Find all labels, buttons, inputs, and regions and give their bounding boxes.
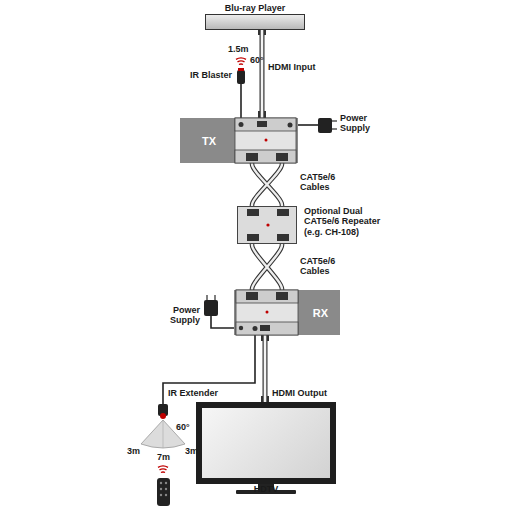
range-label: 1.5m (228, 44, 249, 54)
cable-label: HDMI Input (268, 62, 328, 72)
node-label: Blu-ray Player (225, 3, 286, 13)
angle-label: 60° (176, 422, 190, 432)
device-drawing (180, 118, 298, 163)
device-drawing (238, 207, 296, 243)
tx-unit: TX (180, 118, 298, 163)
hdtv: HDTV (196, 402, 336, 484)
cable-label: HDMI Output (272, 388, 334, 398)
ir-extender-cable (163, 335, 255, 404)
power-supply-label: Power Supply (155, 305, 200, 326)
range-label: 3m (185, 446, 198, 456)
ir-receiver-eye (160, 413, 166, 419)
cable-core (252, 244, 282, 290)
range-label: 3m (127, 446, 140, 456)
remote-buttons (160, 482, 167, 496)
power-prongs (332, 121, 337, 129)
power-adapter (204, 300, 218, 316)
cat-cable-pair (252, 163, 282, 206)
rx-unit: RX (234, 290, 340, 335)
ir-blaster-body (237, 70, 245, 84)
ir-blaster-label: IR Blaster (170, 70, 232, 80)
cat-cable-pair (252, 244, 282, 290)
ir-extender-label: IR Extender (168, 388, 218, 398)
power-cable (211, 316, 234, 328)
power-adapter (318, 118, 332, 133)
power-prongs (207, 295, 215, 300)
cable-outline (252, 163, 282, 206)
cable-arrow-path (252, 163, 282, 206)
cable-core (264, 335, 267, 402)
cable-outline (252, 244, 282, 290)
cable-core (252, 163, 282, 206)
power-supply-label: Power Supply (340, 113, 385, 134)
bluray-player: Blu-ray Player (205, 14, 305, 30)
hdmi-cable (262, 30, 263, 118)
cable-arrow-path (252, 244, 282, 290)
cable-core (261, 30, 264, 118)
power-cable (298, 124, 318, 126)
cable-label: CAT5e/6 Cables (300, 256, 342, 277)
node-label: RX (313, 306, 328, 319)
repeater-unit: Optional Dual CAT5e/6 Repeater (e.g. CH-… (237, 206, 297, 244)
ir-blaster-cable (240, 84, 242, 118)
cable-label: CAT5e/6 Cables (300, 172, 342, 193)
hdmi-cable (265, 335, 266, 402)
remote-control (157, 478, 170, 506)
node-label: TX (202, 134, 216, 147)
angle-label: 60° (250, 55, 264, 65)
cable-arrow-path (262, 30, 263, 118)
ir-signal-waves (236, 58, 246, 65)
cable-arrow-path (265, 335, 266, 402)
cable-outline (263, 335, 268, 402)
node-label: HDTV (254, 484, 279, 494)
node-label: Optional Dual CAT5e/6 Repeater (e.g. CH-… (304, 206, 396, 237)
range-label: 7m (157, 452, 170, 462)
ir-signal-waves (158, 466, 168, 473)
fan-axis (163, 420, 164, 448)
cable-outline (260, 30, 265, 118)
ir-blaster-tip (238, 68, 244, 71)
